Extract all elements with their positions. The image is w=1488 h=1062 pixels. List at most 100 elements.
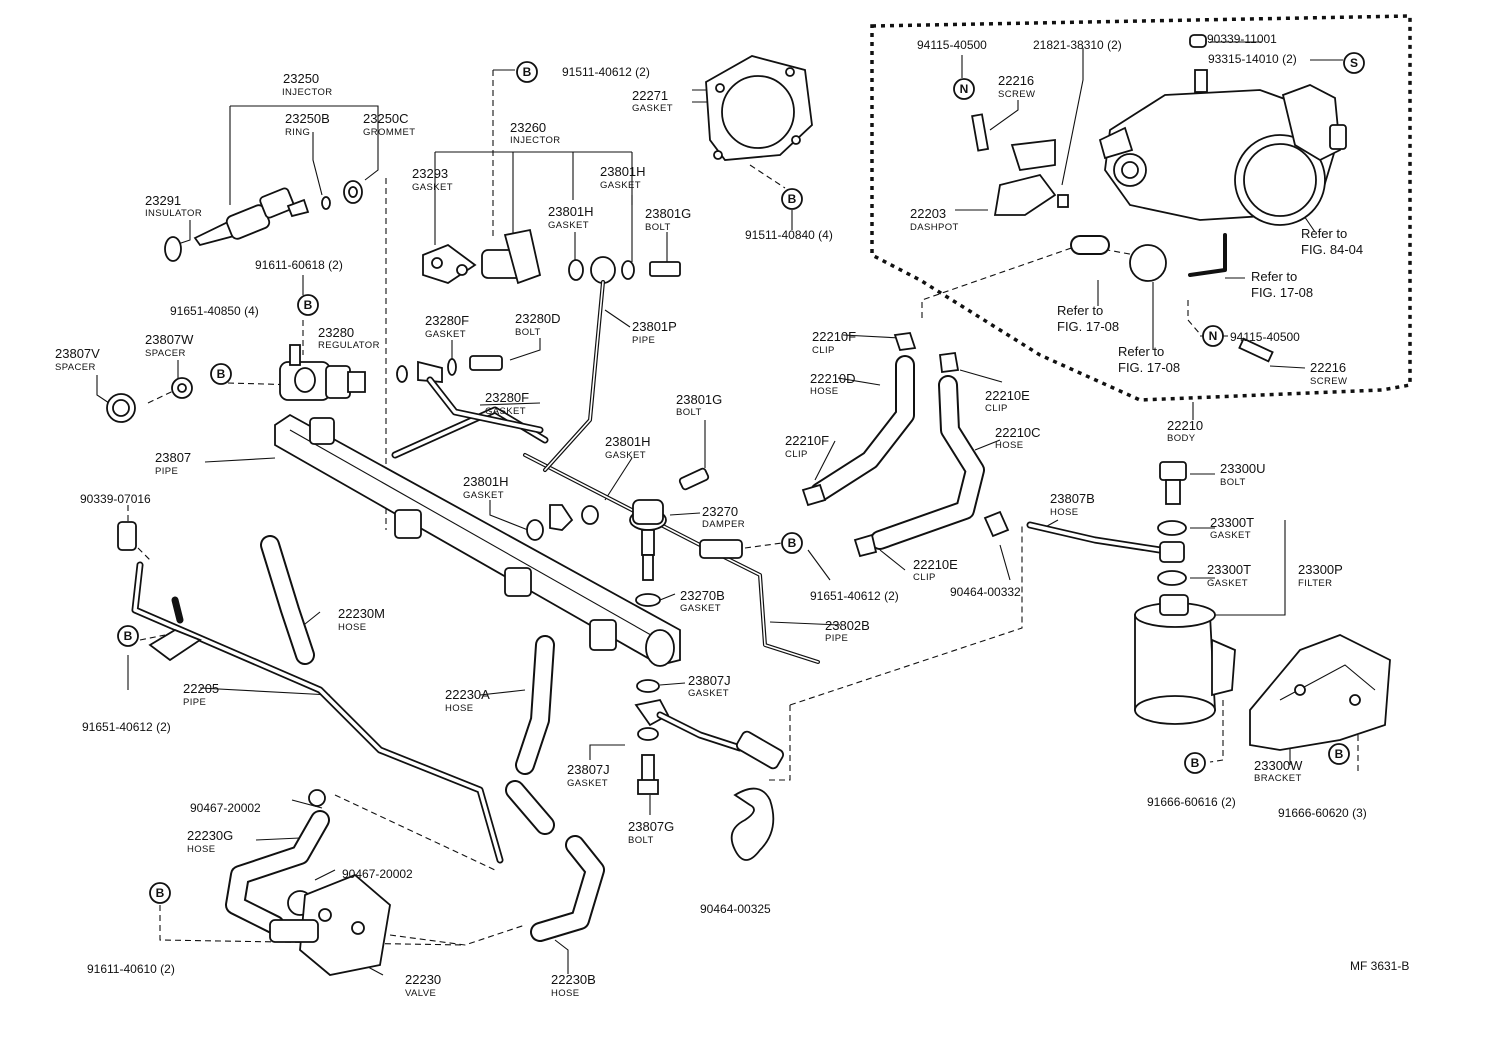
leader-lines xyxy=(96,41,1359,976)
label-23280F-a-sub: GASKET xyxy=(425,329,466,340)
injector-23250 xyxy=(164,180,363,262)
label-22271: 22271 xyxy=(632,88,668,103)
mark-b-7: B xyxy=(781,532,803,554)
label-23300T-a-sub: GASKET xyxy=(1210,530,1251,541)
label-22216-b-sub: SCREW xyxy=(1310,376,1347,387)
label-22230A: 22230A xyxy=(445,687,490,702)
label-23250C-sub: GROMMET xyxy=(363,127,415,138)
label-91611-40610: 91611-40610 (2) xyxy=(87,962,175,976)
mark-n-1: N xyxy=(953,78,975,100)
label-23280F-a: 23280F xyxy=(425,313,469,328)
label-23300P-sub: FILTER xyxy=(1298,578,1332,589)
label-22210C-sub: HOSE xyxy=(995,440,1024,451)
label-23807: 23807 xyxy=(155,450,191,465)
mark-s-1: S xyxy=(1343,52,1365,74)
gaskets-bolts-center xyxy=(396,355,710,541)
svg-text:N: N xyxy=(1209,329,1218,343)
label-23300T-b: 23300T xyxy=(1207,562,1251,577)
svg-text:B: B xyxy=(217,367,226,381)
label-23250: 23250 xyxy=(283,71,319,86)
label-22210F-a: 22210F xyxy=(812,329,856,344)
label-23801H-c: 23801H xyxy=(605,434,651,449)
label-23801H-c-sub: GASKET xyxy=(605,450,646,461)
label-22216-a: 22216 xyxy=(998,73,1034,88)
label-23270-sub: DAMPER xyxy=(702,519,745,530)
label-23807V-sub: SPACER xyxy=(55,362,96,373)
label-22203: 22203 xyxy=(910,206,946,221)
label-23807V: 23807V xyxy=(55,346,100,361)
label-23801G-b-sub: BOLT xyxy=(676,407,702,418)
diagram-id: MF 3631-B xyxy=(1350,959,1409,973)
label-22230M: 22230M xyxy=(338,606,385,621)
label-22271-sub: GASKET xyxy=(632,103,673,114)
throttle-body-22210 xyxy=(971,34,1347,363)
label-94115-40500-a: 94115-40500 xyxy=(917,38,987,52)
label-23250C: 23250C xyxy=(363,111,409,126)
label-23801G-a-sub: BOLT xyxy=(645,222,671,233)
label-23802B-sub: PIPE xyxy=(825,633,848,644)
label-23280D: 23280D xyxy=(515,311,561,326)
mark-b-3: B xyxy=(117,625,139,647)
label-23807G: 23807G xyxy=(628,819,674,834)
label-23300T-b-sub: GASKET xyxy=(1207,578,1248,589)
label-22230B: 22230B xyxy=(551,972,596,987)
label-91511-40612: 91511-40612 (2) xyxy=(562,65,650,79)
label-23250B: 23250B xyxy=(285,111,330,126)
label-22230-sub: VALVE xyxy=(405,988,436,999)
label-23300U: 23300U xyxy=(1220,461,1266,476)
label-22210D-sub: HOSE xyxy=(810,386,839,397)
label-23293-sub: GASKET xyxy=(412,182,453,193)
label-23807W-sub: SPACER xyxy=(145,348,186,359)
label-22230: 22230 xyxy=(405,972,441,987)
svg-text:N: N xyxy=(960,82,969,96)
label-91666-60616: 91666-60616 (2) xyxy=(1147,795,1236,809)
mark-b-9: B xyxy=(1328,743,1350,765)
label-23801H-b: 23801H xyxy=(548,204,594,219)
gasket-22271 xyxy=(705,55,813,161)
label-23280F-b: 23280F xyxy=(485,390,529,405)
label-23807J-a-sub: GASKET xyxy=(688,688,729,699)
circle-marks: B B B B B B B B B N N S xyxy=(117,52,1365,904)
damper-23270 xyxy=(629,499,784,861)
label-23807-sub: PIPE xyxy=(155,466,178,477)
label-22210: 22210 xyxy=(1167,418,1203,433)
label-22210E-b-sub: CLIP xyxy=(913,572,936,583)
label-22230B-sub: HOSE xyxy=(551,988,580,999)
label-91651-40612-mid: 91651-40612 (2) xyxy=(810,589,899,603)
label-ref-17-08-2b: FIG. 17-08 xyxy=(1057,319,1119,334)
mark-b-5: B xyxy=(516,61,538,83)
label-ref-17-08-3a: Refer to xyxy=(1118,344,1164,359)
label-90464-00332: 90464-00332 xyxy=(950,585,1021,599)
label-23300U-sub: BOLT xyxy=(1220,477,1246,488)
label-91611-60618: 91611-60618 (2) xyxy=(255,258,343,272)
label-23300W-sub: BRACKET xyxy=(1254,773,1302,784)
label-23260-sub: INJECTOR xyxy=(510,135,561,146)
label-23280F-b-sub: GASKET xyxy=(485,406,526,417)
label-23801P-sub: PIPE xyxy=(632,335,655,346)
mark-b-1: B xyxy=(297,294,319,316)
label-22210F-a-sub: CLIP xyxy=(812,345,835,356)
label-23807B-sub: HOSE xyxy=(1050,507,1079,518)
label-23801H-a-sub: GASKET xyxy=(600,180,641,191)
svg-text:B: B xyxy=(156,886,165,900)
label-22210E-a-sub: CLIP xyxy=(985,403,1008,414)
label-23801G-b: 23801G xyxy=(676,392,722,407)
label-23801P: 23801P xyxy=(632,319,677,334)
hoses-left xyxy=(117,521,605,942)
svg-text:B: B xyxy=(1335,747,1344,761)
label-23280: 23280 xyxy=(318,325,354,340)
label-23270B: 23270B xyxy=(680,588,725,603)
label-23300W: 23300W xyxy=(1254,758,1303,773)
label-22216-a-sub: SCREW xyxy=(998,89,1035,100)
svg-text:B: B xyxy=(1191,756,1200,770)
label-23807J-a: 23807J xyxy=(688,673,731,688)
fuel-filter-23300P xyxy=(1134,461,1236,725)
label-22230M-sub: HOSE xyxy=(338,622,367,633)
label-90464-00325: 90464-00325 xyxy=(700,902,771,916)
hoses-right xyxy=(801,332,1185,563)
label-91666-60620: 91666-60620 (3) xyxy=(1278,806,1367,820)
label-23807J-b: 23807J xyxy=(567,762,610,777)
label-23802B: 23802B xyxy=(825,618,870,633)
label-22230G-sub: HOSE xyxy=(187,844,216,855)
